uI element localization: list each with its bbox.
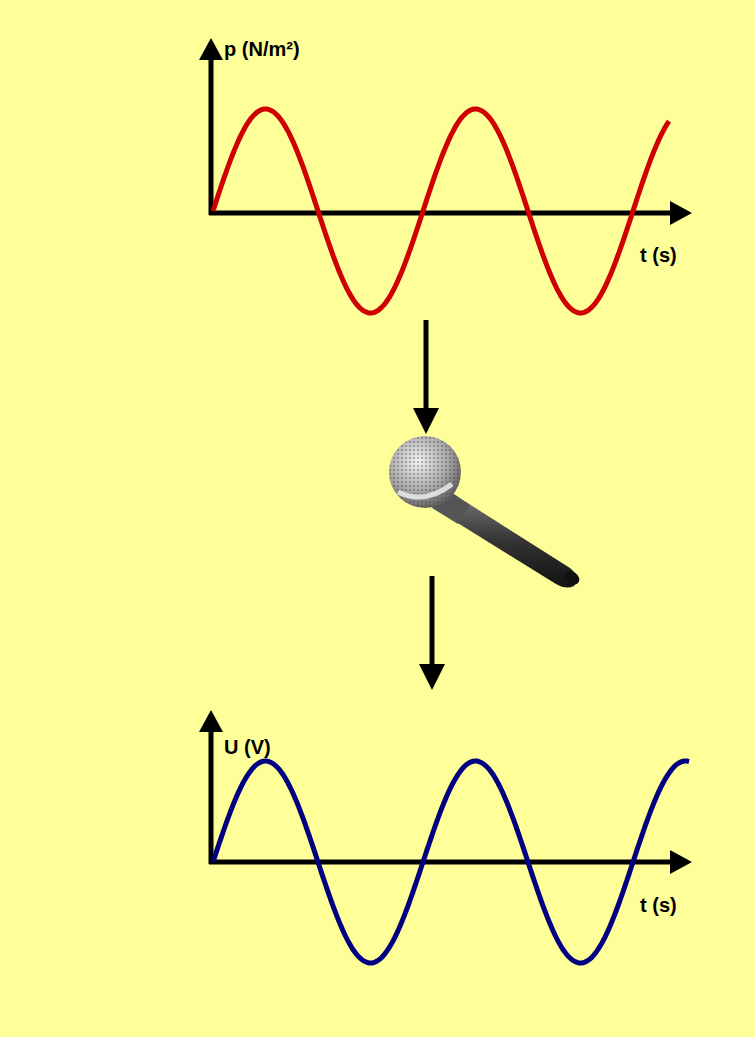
axis-label: p (N/m²) — [224, 38, 300, 60]
pressure-axes — [199, 38, 692, 225]
axis-label: t (s) — [640, 894, 677, 916]
flow-arrow — [413, 320, 439, 434]
axis-label: t (s) — [640, 244, 677, 266]
voltage-wave — [213, 761, 689, 963]
voltage-axes — [199, 710, 692, 874]
flow-arrow — [419, 576, 445, 690]
pressure-wave — [213, 109, 669, 313]
axis-label: U (V) — [224, 736, 271, 758]
microphone — [389, 436, 582, 588]
